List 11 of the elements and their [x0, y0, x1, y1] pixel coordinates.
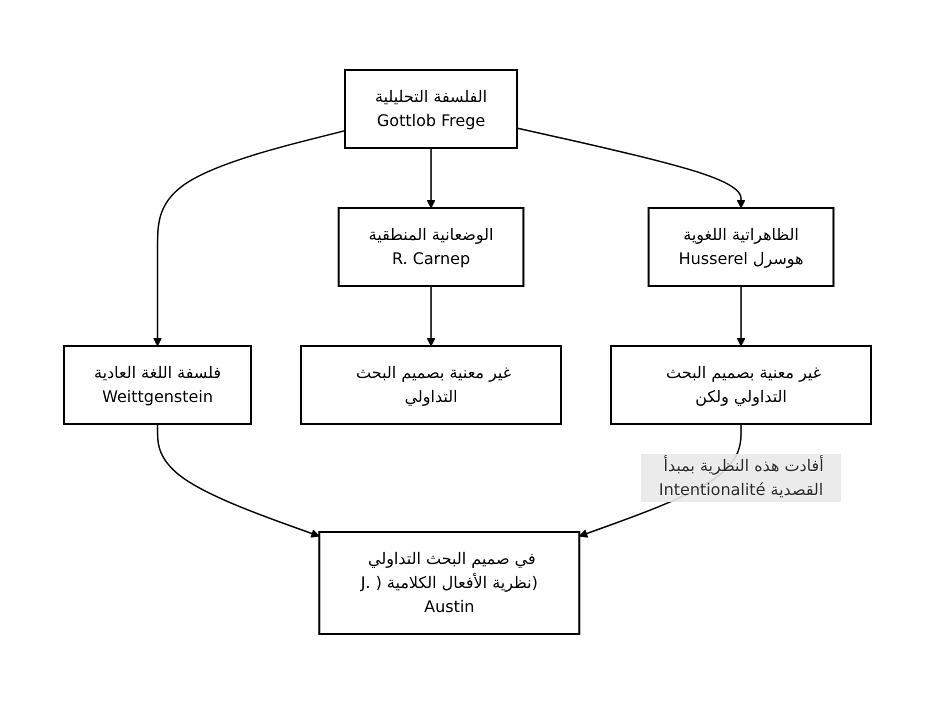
- arrow: [737, 286, 746, 346]
- arrow: [154, 130, 346, 346]
- node-box: في صميم البحث التداولي (نظرية الأفعال الكلامية (J. Austin: [318, 531, 581, 635]
- arrow: [427, 148, 436, 208]
- node-box: غير معنية بصميم البحث التداولي ولكن: [610, 345, 873, 425]
- edge-label: أفادت هذه النظرية بمبدأ القصدية Intentionalité: [659, 456, 824, 499]
- arrow: [157, 424, 320, 538]
- node-box: الظاهراتية اللغوية هوسرل Husserel: [648, 207, 835, 287]
- node-box: غير معنية بصميم البحث التداولي: [300, 345, 563, 425]
- arrow: [517, 127, 746, 208]
- arrow: [427, 286, 436, 346]
